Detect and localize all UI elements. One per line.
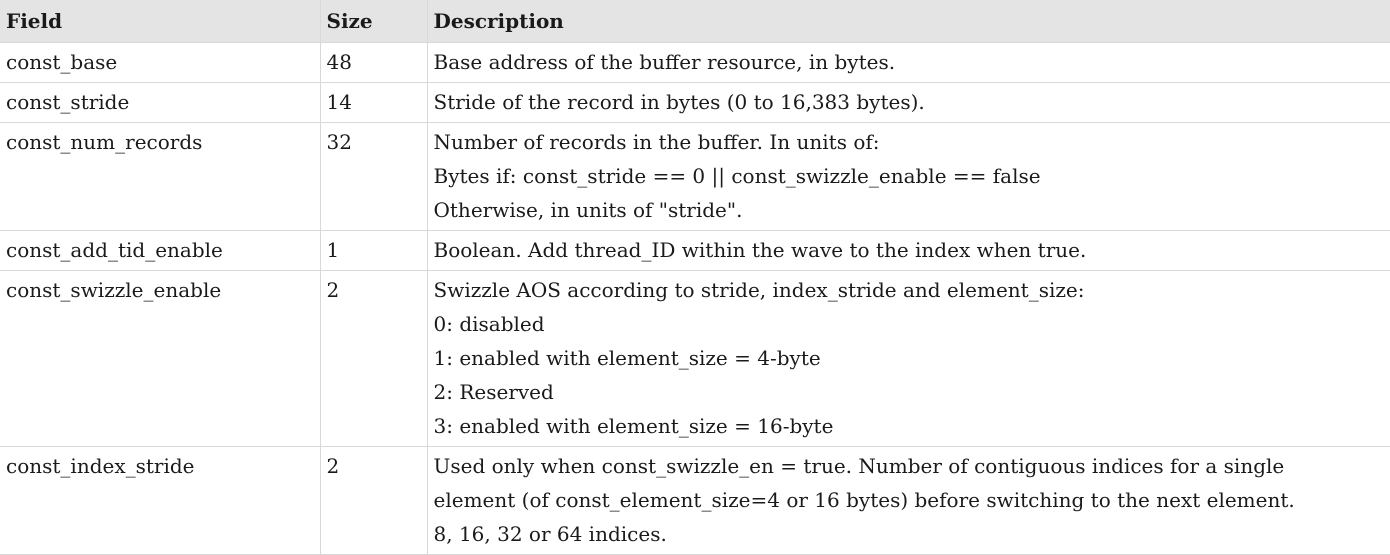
description-line: Base address of the buffer resource, in …	[433, 50, 896, 74]
size-cell: 48	[320, 42, 428, 83]
description-line: element (of const_element_size=4 or 16 b…	[433, 488, 1295, 512]
description-cell: Used only when const_swizzle_en = true. …	[427, 446, 1390, 555]
size-cell: 1	[320, 230, 428, 271]
table-header: Field Size Description	[0, 0, 1390, 43]
field-cell: const_swizzle_enable	[0, 270, 321, 447]
description-cell: Swizzle AOS according to stride, index_s…	[427, 270, 1390, 447]
table-body: const_base 48 Base address of the buffer…	[0, 42, 1390, 555]
description-line: Bytes if: const_stride == 0 || const_swi…	[433, 164, 1041, 188]
description-line: Stride of the record in bytes (0 to 16,3…	[433, 90, 925, 114]
header-size: Size	[320, 0, 428, 43]
description-line: Otherwise, in units of "stride".	[433, 198, 743, 222]
table-row: const_add_tid_enable 1 Boolean. Add thre…	[0, 230, 1390, 271]
size-cell: 14	[320, 82, 428, 123]
field-cell: const_stride	[0, 82, 321, 123]
size-cell: 2	[320, 270, 428, 447]
header-field: Field	[0, 0, 321, 43]
table-row: const_swizzle_enable 2 Swizzle AOS accor…	[0, 270, 1390, 447]
table-row: const_num_records 32 Number of records i…	[0, 122, 1390, 231]
field-cell: const_num_records	[0, 122, 321, 231]
size-cell: 2	[320, 446, 428, 555]
description-cell: Boolean. Add thread_ID within the wave t…	[427, 230, 1390, 271]
field-cell: const_base	[0, 42, 321, 83]
table-row: const_index_stride 2 Used only when cons…	[0, 446, 1390, 555]
description-line: 8, 16, 32 or 64 indices.	[433, 522, 667, 546]
header-row: Field Size Description	[0, 0, 1390, 43]
description-cell: Stride of the record in bytes (0 to 16,3…	[427, 82, 1390, 123]
description-line: 2: Reserved	[433, 380, 554, 404]
field-cell: const_add_tid_enable	[0, 230, 321, 271]
description-line: Number of records in the buffer. In unit…	[433, 130, 880, 154]
size-cell: 32	[320, 122, 428, 231]
description-line: Boolean. Add thread_ID within the wave t…	[433, 238, 1087, 262]
description-line: 0: disabled	[433, 312, 545, 336]
description-line: 1: enabled with element_size = 4-byte	[433, 346, 821, 370]
description-cell: Base address of the buffer resource, in …	[427, 42, 1390, 83]
description-cell: Number of records in the buffer. In unit…	[427, 122, 1390, 231]
header-description: Description	[427, 0, 1390, 43]
description-line: Used only when const_swizzle_en = true. …	[433, 454, 1285, 478]
table-row: const_base 48 Base address of the buffer…	[0, 42, 1390, 83]
description-line: 3: enabled with element_size = 16-byte	[433, 414, 834, 438]
table-row: const_stride 14 Stride of the record in …	[0, 82, 1390, 123]
description-line: Swizzle AOS according to stride, index_s…	[433, 278, 1085, 302]
field-cell: const_index_stride	[0, 446, 321, 555]
